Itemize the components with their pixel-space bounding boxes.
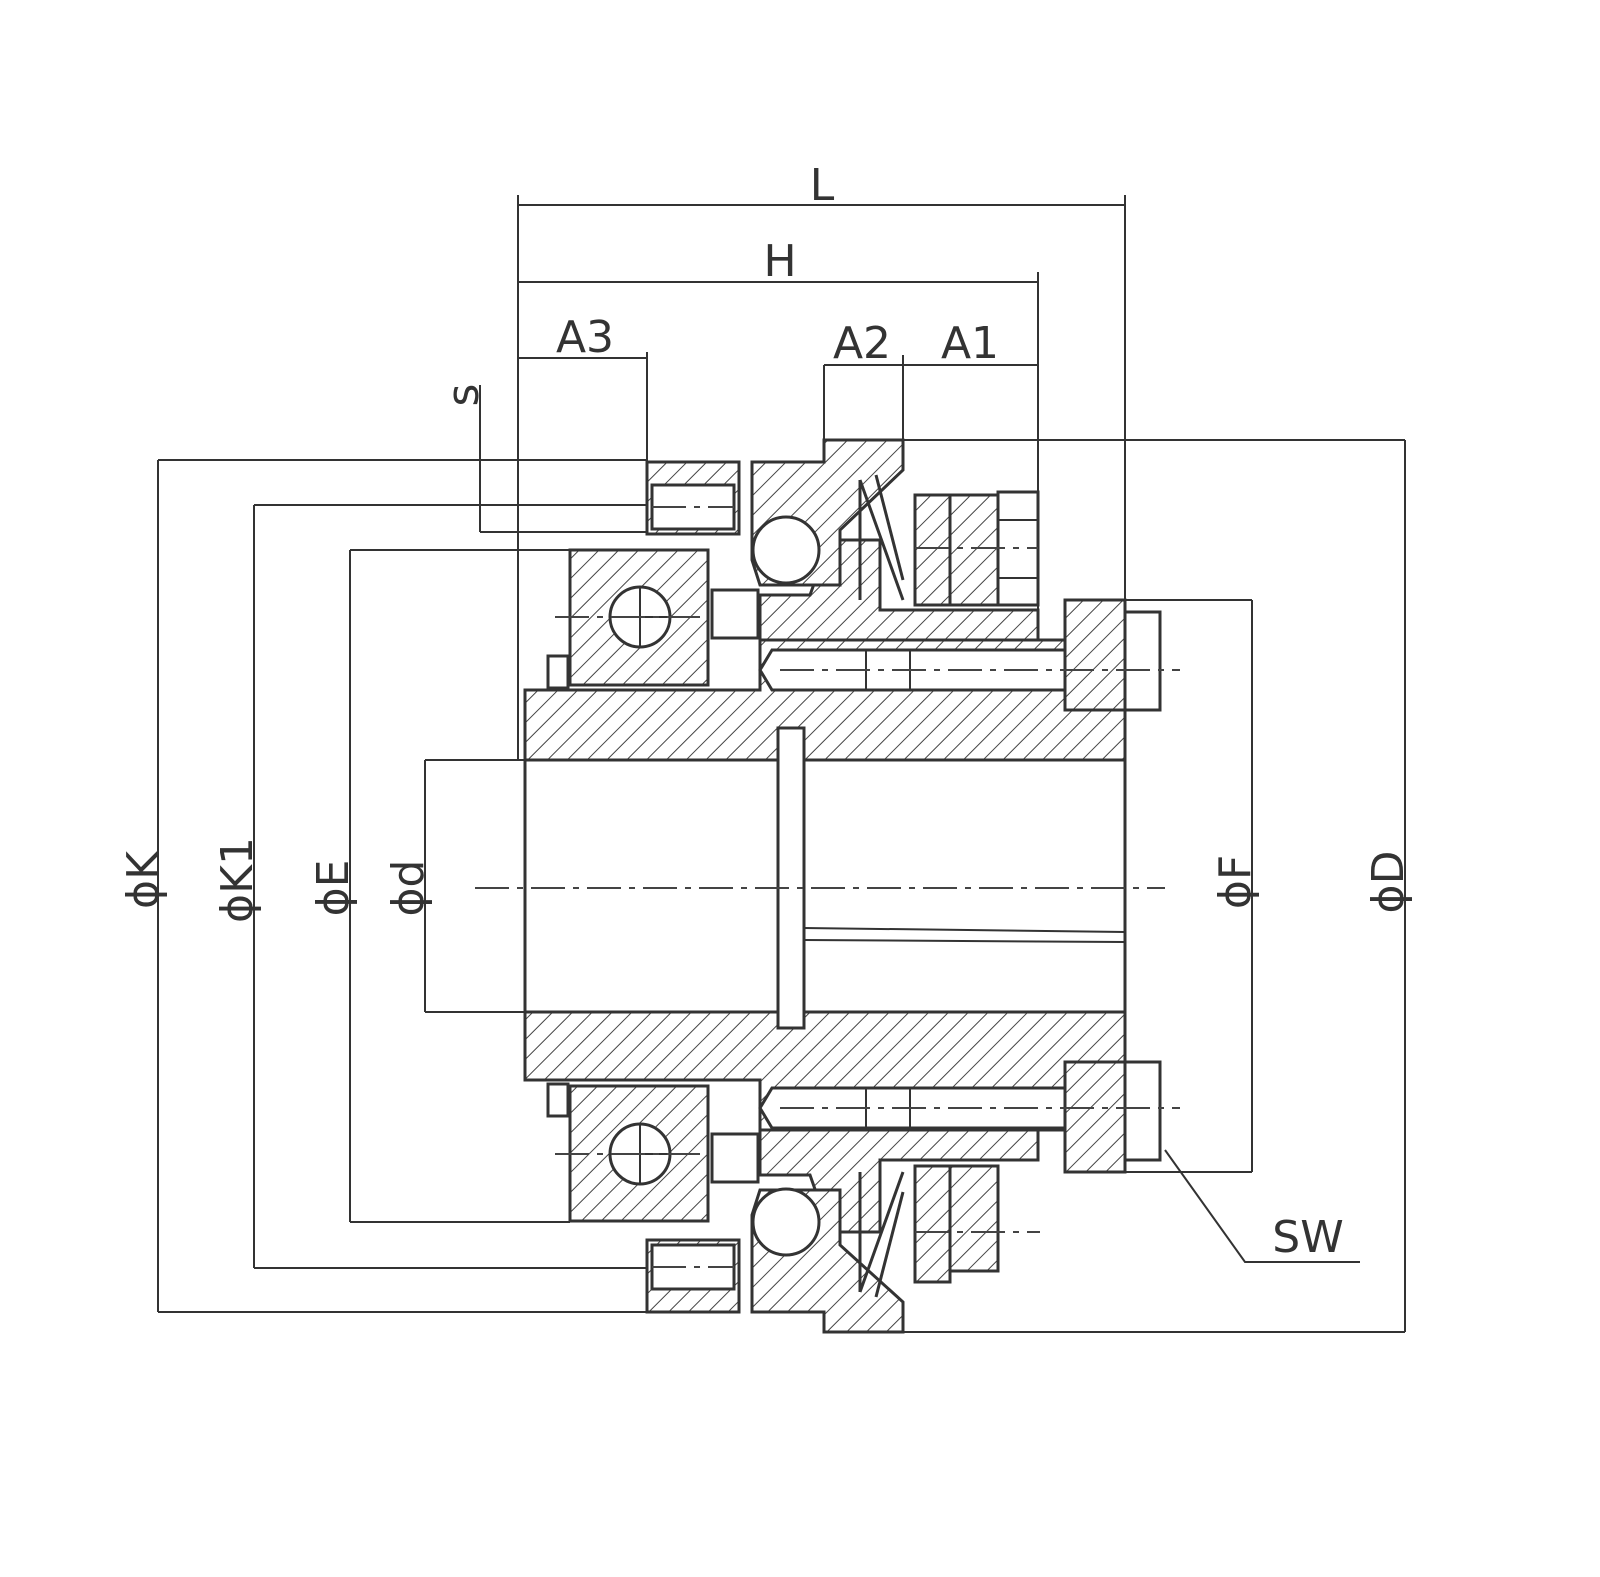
label-L: L xyxy=(810,160,835,211)
label-SW: SW xyxy=(1272,1212,1343,1263)
flange-ring xyxy=(645,460,741,1314)
label-A2: A2 xyxy=(833,318,891,369)
label-phiD: ϕD xyxy=(1363,851,1414,914)
disc-springs xyxy=(858,474,905,1298)
label-phiF: ϕF xyxy=(1210,855,1261,909)
dimension-labels: L H A3 A2 A1 s ϕK ϕK1 ϕE ϕd ϕF ϕD SW xyxy=(118,160,1414,1263)
label-phid: ϕd xyxy=(383,860,434,917)
adjusting-nut xyxy=(913,490,1040,1284)
pressure-flange xyxy=(750,438,905,1334)
dimension-lines xyxy=(157,195,1406,1333)
label-phiK1: ϕK1 xyxy=(212,837,263,923)
bearing-housing xyxy=(546,548,760,1223)
label-phiE: ϕE xyxy=(308,860,359,917)
label-A1: A1 xyxy=(941,318,999,369)
clamp-screws xyxy=(758,598,1180,1174)
label-s: s xyxy=(438,384,489,407)
label-A3: A3 xyxy=(556,312,614,363)
label-phiK: ϕK xyxy=(118,850,169,909)
label-H: H xyxy=(763,236,796,287)
